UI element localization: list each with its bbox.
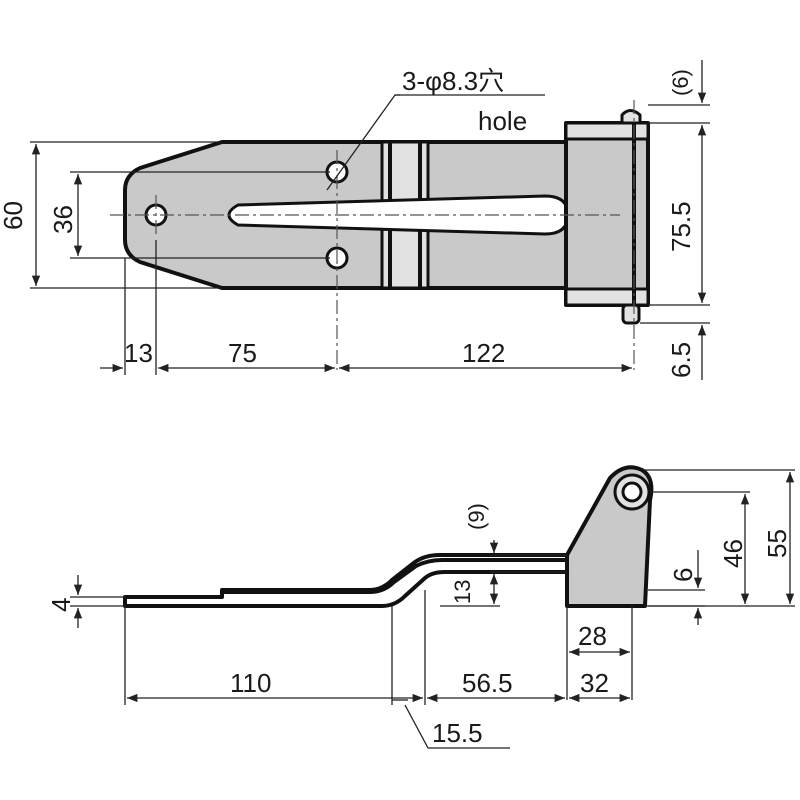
dim-75: 75 (228, 338, 257, 368)
pin-bottom (621, 303, 641, 325)
dim-28: 28 (578, 621, 607, 651)
dim-32: 32 (580, 668, 609, 698)
dim-6-paren: (6) (668, 69, 693, 96)
dim-122: 122 (462, 338, 505, 368)
side-view: 4 (9) 13 6 46 55 28 110 (46, 465, 795, 749)
dim-13-side: 13 (450, 580, 475, 604)
dim-46: 46 (718, 539, 748, 568)
dim-75-5: 75.5 (666, 201, 696, 252)
pin-top (620, 109, 642, 125)
strap-side (123, 553, 569, 608)
dim-9-paren: (9) (464, 503, 489, 530)
dim-56-5: 56.5 (462, 668, 513, 698)
dim-4: 4 (46, 598, 76, 612)
hole-callout: 3-φ8.3穴 (402, 66, 504, 96)
pin-circle-inner (621, 481, 643, 503)
dim-55: 55 (762, 529, 792, 558)
dim-60: 60 (0, 201, 28, 230)
dim-13: 13 (124, 338, 153, 368)
dim-36: 36 (48, 205, 78, 234)
dim-15-5: 15.5 (432, 718, 483, 748)
dim-6-side: 6 (668, 568, 698, 582)
dim-6-5: 6.5 (666, 342, 696, 378)
hole-callout-en: hole (478, 106, 527, 136)
top-view: 3-φ8.3穴 hole 60 36 13 75 122 (6) 75.5 6.… (0, 60, 710, 380)
dim-110: 110 (230, 668, 271, 698)
